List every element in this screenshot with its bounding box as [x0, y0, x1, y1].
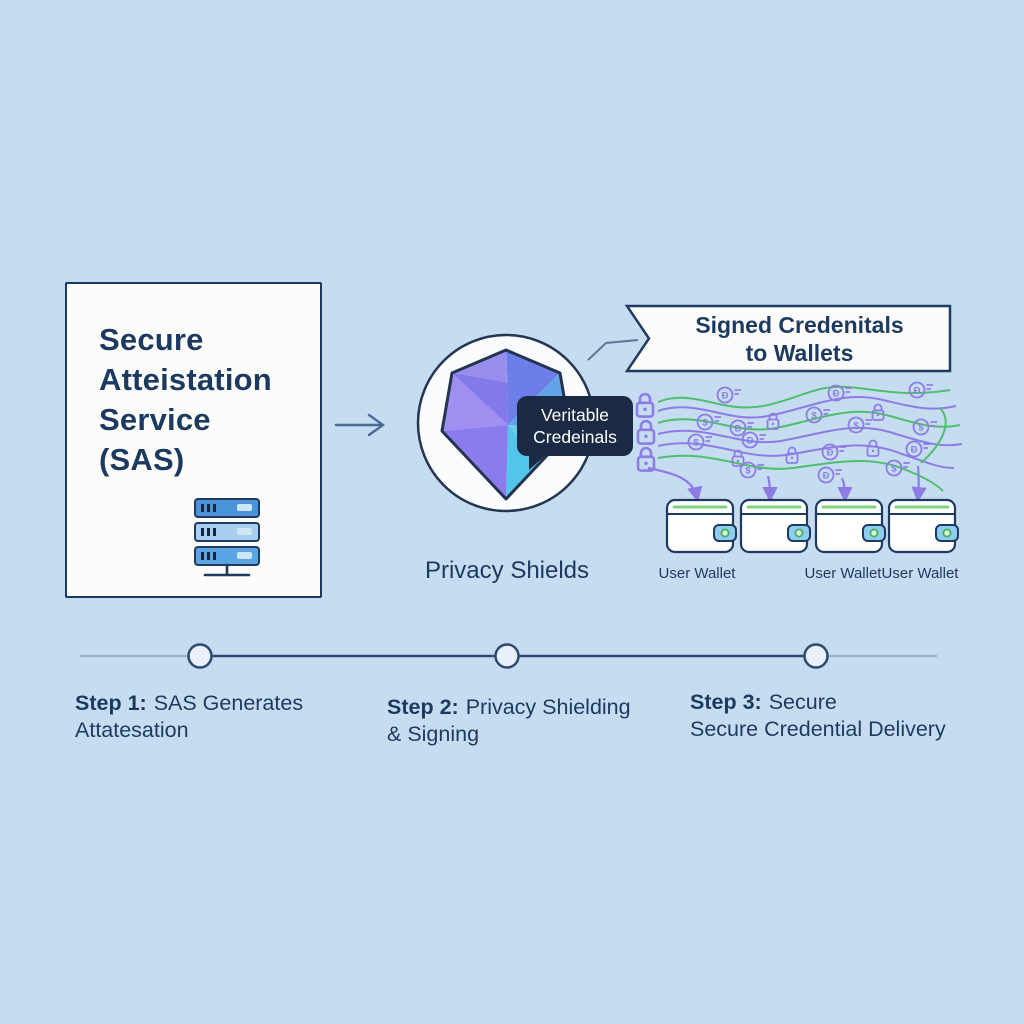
server-icon	[194, 498, 260, 577]
wallet-label: User Wallet	[658, 565, 736, 582]
wallet-label: User Wallet	[881, 565, 959, 582]
step-3-label: Step 3:Secure Secure Credential Delivery	[690, 690, 946, 741]
credential-flow-network: Ð $	[635, 381, 963, 503]
wallet-icon	[814, 498, 887, 554]
timeline	[80, 643, 937, 669]
lock-icon	[635, 392, 656, 472]
sas-service-box: Secure Atteistation Service (SAS)	[65, 282, 322, 598]
wallet-row	[665, 498, 960, 554]
wallet-icon	[887, 498, 960, 554]
timeline-node	[803, 643, 829, 669]
shield-label: Privacy Shields	[424, 557, 590, 584]
step-1-label: Step 1:SAS Generates Attatesation	[75, 691, 304, 742]
banner-ribbon	[624, 304, 952, 373]
wallet-label: User Wallet	[804, 565, 882, 582]
timeline-node	[187, 643, 213, 669]
connector-line	[587, 339, 639, 361]
arrow-right-icon	[334, 413, 386, 437]
credentials-badge: Veritable Credeinals	[517, 396, 633, 470]
banner-label: Signed Credenitals to Wallets	[695, 311, 904, 366]
step-2-label: Step 2:Privacy Shielding & Signing	[387, 695, 631, 746]
wallet-icon	[739, 498, 812, 554]
arrow-down-icon	[647, 465, 927, 503]
wallet-icon	[665, 498, 738, 554]
timeline-node	[494, 643, 520, 669]
sas-title: Secure Atteistation Service (SAS)	[99, 322, 272, 477]
